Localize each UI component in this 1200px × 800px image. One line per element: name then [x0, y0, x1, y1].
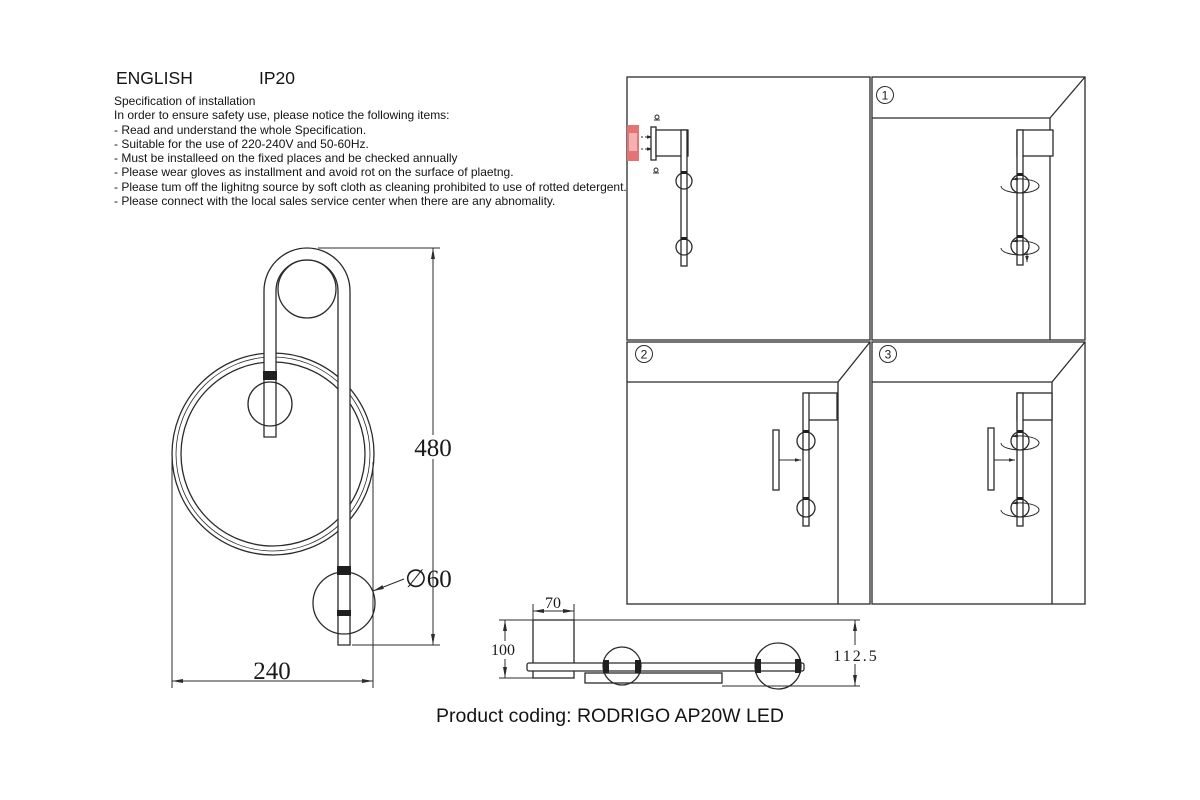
globe-diameter-label: ∅60 [405, 566, 452, 593]
lamp-stem [680, 129, 688, 267]
height-dimension-label: 480 [414, 435, 452, 462]
lamp-stem [1016, 129, 1024, 266]
panel-step-3 [871, 341, 1086, 605]
depth-dimension: 112.5 [574, 619, 882, 687]
step-1-number: 1 [882, 89, 889, 103]
side-view-drawing: 70 100 112.5 [488, 595, 882, 690]
panel-3-ceiling-edge [1051, 341, 1086, 383]
panel-bracket-mounting [626, 76, 871, 341]
wall-plate [650, 126, 657, 161]
rotate-arrow-icon [1000, 500, 1040, 518]
globe-diameter-leader [372, 578, 405, 592]
step-2-marker: 2 [635, 345, 653, 363]
lamp-globe-cap [681, 171, 687, 174]
spec-item: - Read and understand the whole Specific… [114, 122, 367, 137]
lamp-stem [802, 392, 810, 527]
spec-item: - Suitable for the use of 220-240V and 5… [114, 136, 369, 151]
lamp-stem [1016, 392, 1024, 527]
panel-1-ceiling-edge [1049, 76, 1086, 119]
lamp-globe-cap [1017, 497, 1023, 500]
side-globe-left [602, 646, 642, 686]
bracket-mounting-illustration [627, 114, 693, 267]
top-globe [277, 259, 337, 319]
mounting-bracket [804, 392, 838, 421]
step-2-illustration [772, 392, 838, 527]
lamp-globe-cap [1017, 235, 1023, 238]
rotate-arrow-icon [1000, 238, 1040, 256]
screw-icon [653, 167, 659, 174]
side-globe-right-cap [755, 659, 761, 673]
ring-side-bar [772, 429, 780, 491]
product-coding: Product coding: RODRIGO AP20W LED [436, 705, 784, 727]
right-globe [312, 566, 376, 635]
globe-diameter-callout: ∅60 [372, 566, 452, 593]
screw-icon [654, 114, 660, 121]
left-globe-glass [247, 381, 293, 427]
bracket-height-label: 100 [491, 642, 515, 659]
lamp-globe-cap [681, 237, 687, 240]
panel-step-2 [626, 341, 871, 605]
wall-anchor-hole [629, 133, 637, 151]
side-globe-left-cap [635, 660, 641, 673]
side-globe-left-cap [603, 660, 609, 673]
width-dimension-label: 240 [253, 658, 291, 685]
panel-step-1 [871, 76, 1086, 341]
lamp-globe-cap [803, 430, 809, 433]
spec-item: - Must be installeed on the fixed places… [114, 151, 458, 166]
height-dimension: 480 [318, 247, 455, 646]
rotate-arrow-icon [1000, 176, 1040, 194]
spec-title: Specification of installation [114, 94, 256, 108]
step-3-illustration [987, 392, 1053, 527]
width-dimension: 240 [171, 456, 374, 688]
spec-item: - Please connect with the local sales se… [114, 194, 556, 209]
spec-item: - Please tum off the lighitng source by … [114, 179, 627, 194]
ring-side-bar [584, 672, 723, 684]
step-1-marker: 1 [876, 86, 894, 104]
step-3-number: 3 [885, 348, 892, 362]
rotate-arrow-icon [1000, 433, 1040, 451]
installation-specification: Specification of installation In order t… [114, 94, 627, 208]
front-view-drawing: 480 240 ∅60 [171, 247, 455, 688]
ring-side-bar [987, 427, 995, 491]
bracket-height-label-backdrop [488, 641, 518, 659]
panel-2-ceiling-edge [837, 341, 871, 383]
side-globe-right [754, 642, 802, 690]
right-globe-top-cap [337, 566, 351, 575]
step-3-circle [879, 345, 897, 363]
lamp-globe-cap [803, 497, 809, 500]
left-globe-cap [263, 371, 277, 380]
lamp-globe-cap [1017, 430, 1023, 433]
right-globe-bottom-cap [337, 610, 351, 616]
bracket-height-dimension: 100 [488, 619, 533, 679]
depth-dimension-label: 112.5 [833, 648, 878, 665]
step-1-illustration [1000, 129, 1054, 266]
step-1-circle [876, 86, 894, 104]
spec-item: - Please wear gloves as installment and … [114, 165, 514, 180]
side-globe-right-cap [795, 659, 801, 673]
step-2-circle [635, 345, 653, 363]
bracket-width-dimension: 70 [532, 595, 575, 620]
spec-intro: In order to ensure safety use, please no… [114, 108, 450, 123]
left-globe [247, 371, 293, 427]
ip-rating-label: IP20 [259, 68, 295, 88]
installation-panels: 1 2 3 [626, 76, 1086, 605]
lamp-globe-cap [1017, 173, 1023, 176]
depth-label-backdrop [828, 645, 882, 664]
language-label: ENGLISH [116, 68, 193, 88]
bracket-width-label: 70 [545, 595, 561, 612]
stem-tube-side [526, 662, 805, 672]
step-3-marker: 3 [879, 345, 897, 363]
height-label-backdrop [412, 435, 455, 459]
step-2-number: 2 [641, 348, 648, 362]
u-shaped-tube [263, 247, 351, 646]
